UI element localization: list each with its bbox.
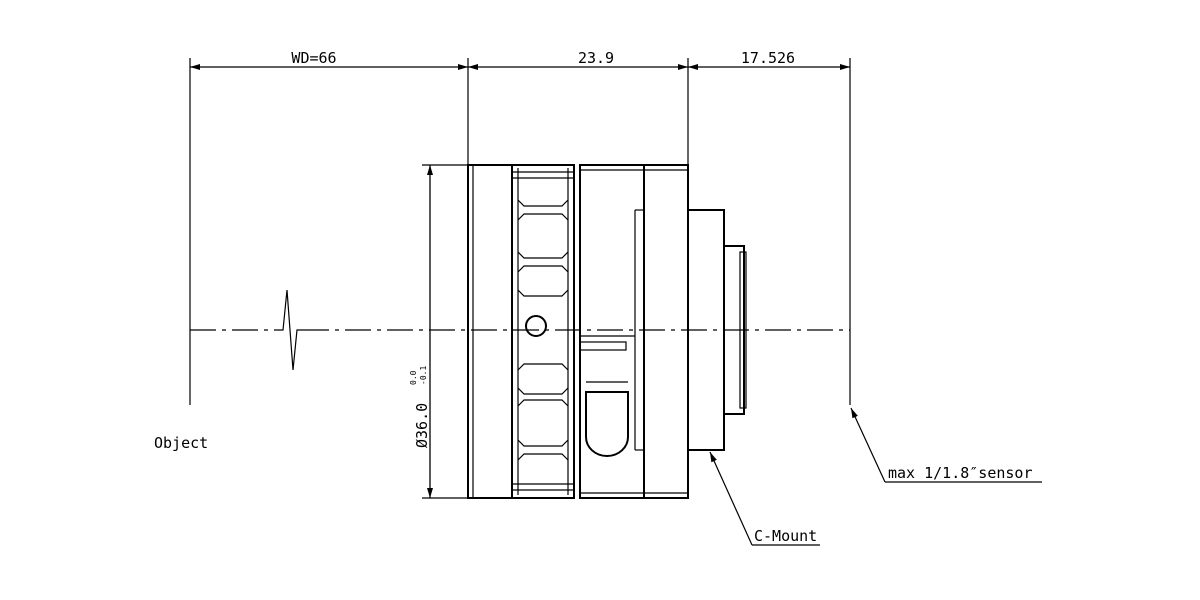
optical-axis xyxy=(190,289,850,371)
sensor-label: max 1/1.8″sensor xyxy=(888,464,1033,482)
lens-length-label: 23.9 xyxy=(578,49,614,67)
c-mount-label: C-Mount xyxy=(754,527,817,545)
diameter-dimension xyxy=(422,164,470,499)
diameter-label: Ø36.0 xyxy=(413,403,431,448)
leaders xyxy=(709,407,1042,546)
flange-distance-label: 17.526 xyxy=(741,49,795,67)
front-ring xyxy=(467,164,513,499)
main-barrel xyxy=(579,164,689,499)
tolerance-lower-label: -0.1 xyxy=(419,366,428,385)
tolerance-upper-label: 0.0 xyxy=(409,370,418,385)
focus-ring xyxy=(511,164,575,499)
object-label: Object xyxy=(154,434,208,452)
extension-lines xyxy=(189,58,851,405)
working-distance-label: WD=66 xyxy=(291,49,336,67)
set-screw xyxy=(525,315,547,337)
c-mount-thread xyxy=(687,209,747,451)
